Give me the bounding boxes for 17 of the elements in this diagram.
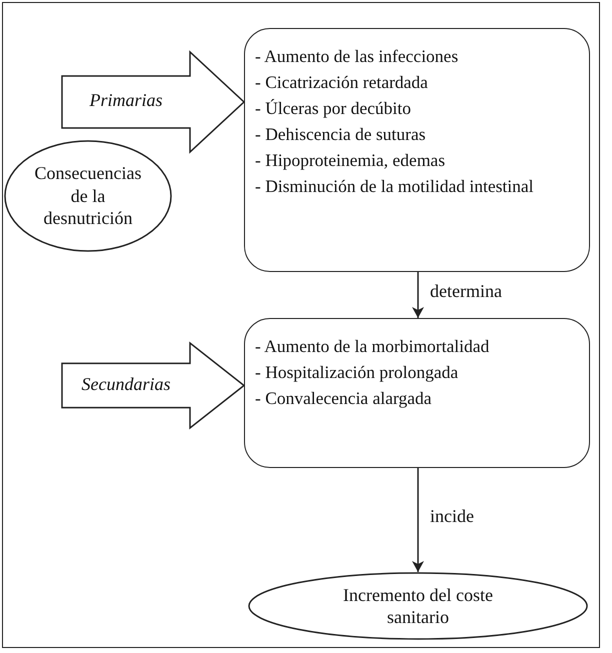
arrow xyxy=(412,468,424,572)
list-item: - Aumento de las infecciones xyxy=(255,45,458,68)
list-item: - Hipoproteinemia, edemas xyxy=(255,149,446,172)
arrow xyxy=(412,272,424,318)
list-item: - Dehiscencia de suturas xyxy=(255,123,426,146)
list-item: - Aumento de la morbimortalidad xyxy=(255,335,490,358)
list-box xyxy=(244,318,590,468)
ellipse-node xyxy=(248,572,588,640)
list-box xyxy=(244,28,590,272)
list-item: - Hospitalización prolongada xyxy=(255,361,458,384)
list-item: - Cicatrización retardada xyxy=(255,71,428,94)
list-item: - Convalecencia alargada xyxy=(255,387,432,410)
ellipse-node xyxy=(4,140,172,252)
list-item: - Úlceras por decúbito xyxy=(255,97,411,120)
node-text: Consecuencias de la desnutrición xyxy=(34,162,142,230)
node-text: Incremento del coste sanitario xyxy=(342,584,494,628)
list-item: - Disminución de la motilidad intestinal xyxy=(255,175,534,198)
